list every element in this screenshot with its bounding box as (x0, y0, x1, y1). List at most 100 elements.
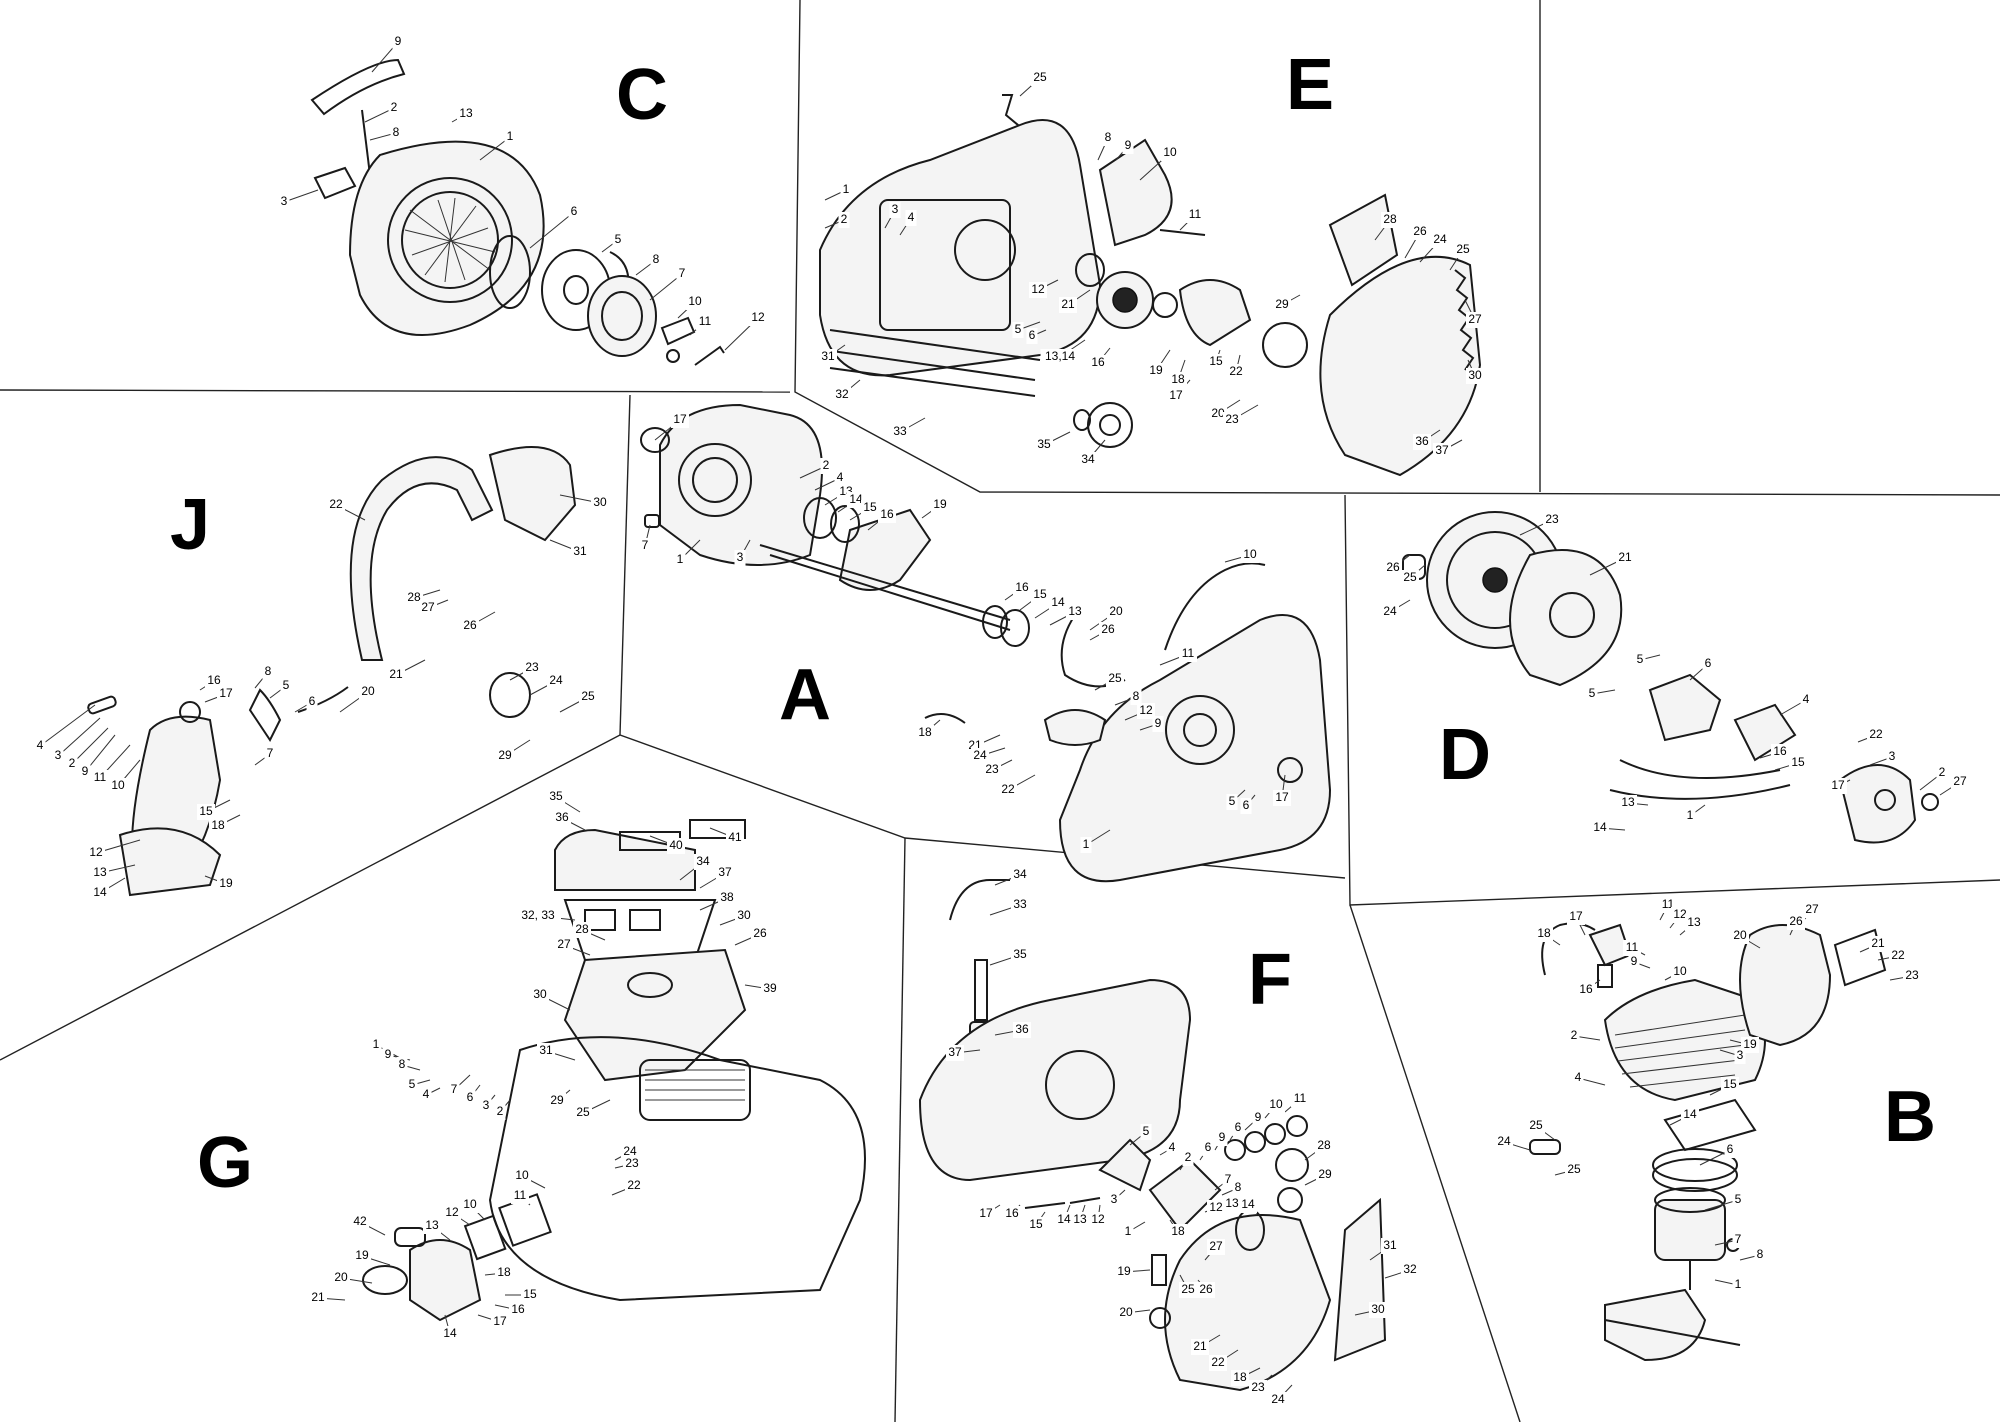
callout-background (523, 660, 541, 676)
callout-number: 11 (1182, 646, 1195, 660)
callout-background (1207, 1239, 1225, 1255)
callout-background (87, 845, 105, 861)
callout-number: 6 (467, 1090, 474, 1104)
callout-number: 30 (533, 987, 547, 1001)
callout-number: 17 (1275, 790, 1289, 804)
callout-number: 26 (1101, 622, 1115, 636)
callout-background (1227, 364, 1245, 380)
callout-number: 4 (423, 1087, 430, 1101)
callout-background (568, 204, 580, 220)
callout-number: 1 (1125, 1224, 1132, 1238)
section-f-artwork (918, 879, 1387, 1392)
callout-number: 19 (1117, 1264, 1131, 1278)
callout-background (1721, 1077, 1739, 1093)
callout-background (916, 725, 934, 741)
section-b-artwork (1529, 922, 1887, 1362)
callout-number: 34 (1013, 867, 1027, 881)
callout-background (457, 106, 475, 122)
callout-number: 13 (1225, 1196, 1239, 1210)
callout-number: 10 (515, 1168, 529, 1182)
callout-background (1623, 940, 1641, 956)
callout-number: 16 (1015, 580, 1029, 594)
callout-background (1381, 1238, 1399, 1254)
callout-background (66, 756, 78, 772)
callout-number: 20 (1211, 406, 1225, 420)
callout-background (1803, 902, 1821, 918)
callout-number: 24 (1497, 1134, 1511, 1148)
callout-number: 26 (1199, 1282, 1213, 1296)
callout-number: 25 (1181, 1282, 1195, 1296)
callout-background (515, 908, 561, 924)
callout-number: 27 (421, 600, 435, 614)
leader-line (283, 189, 319, 203)
callout-background (834, 470, 846, 486)
callout-background (1771, 744, 1789, 760)
callout-background (1147, 363, 1165, 379)
callout-background (1122, 1224, 1134, 1240)
callout-background (735, 908, 753, 924)
section-label-b: B (1884, 1077, 1936, 1157)
callout-background (977, 1206, 995, 1222)
callout-background (91, 865, 109, 881)
callout-number: 9 (1155, 716, 1162, 730)
callout-number: 11 (1189, 207, 1202, 221)
leader-line (529, 211, 575, 249)
callout-number: 28 (1383, 212, 1397, 226)
callout-background (1800, 692, 1812, 708)
callout-number: 19 (1149, 363, 1163, 377)
callout-number: 8 (399, 1057, 406, 1071)
callout-background (555, 937, 573, 953)
callout-background (1013, 580, 1031, 596)
callout-background (1565, 1162, 1583, 1178)
callout-number: 31 (821, 349, 835, 363)
callout-background (1381, 212, 1399, 228)
callout-number: 9 (1255, 1110, 1262, 1124)
callout-background (91, 770, 109, 786)
callout-background (1316, 1167, 1334, 1183)
callout-background (423, 1218, 441, 1234)
callout-number: 39 (763, 981, 777, 995)
callout-number: 14 (93, 885, 107, 899)
callout-background (1754, 1247, 1766, 1263)
callout-number: 25 (1529, 1118, 1543, 1132)
callout-number: 3 (55, 748, 62, 762)
callout-background (309, 1290, 327, 1306)
callout-background (1249, 1380, 1267, 1396)
callout-background (1209, 1355, 1227, 1371)
callout-number: 23 (985, 762, 999, 776)
callout-number: 24 (1383, 604, 1397, 618)
callout-number: 12 (1139, 703, 1153, 717)
callout-background (1869, 936, 1887, 952)
callout-background (392, 34, 404, 50)
callout-background (1169, 372, 1187, 388)
callout-number: 37 (948, 1045, 962, 1059)
callout-background (889, 202, 901, 218)
callout-number: 5 (409, 1077, 416, 1091)
callout-background (571, 544, 589, 560)
callout-background (1059, 297, 1077, 313)
callout-background (1152, 716, 1164, 732)
callout-background (461, 1197, 479, 1213)
callout-number: 4 (1575, 1070, 1582, 1084)
callout-number: 22 (627, 1178, 641, 1192)
callout-background (1089, 355, 1107, 371)
callout-background (591, 495, 609, 511)
callout-background (878, 507, 896, 523)
callout-number: 25 (1456, 242, 1470, 256)
callout-background (480, 1098, 492, 1114)
callout-number: 13 (1687, 915, 1701, 929)
callout-background (819, 349, 837, 365)
callout-number: 23 (525, 660, 539, 674)
callout-number: 8 (1757, 1247, 1764, 1261)
callout-background (983, 762, 1001, 778)
callout-background (1207, 354, 1225, 370)
callout-number: 21 (389, 667, 403, 681)
callout-background (1107, 604, 1125, 620)
callout-number: 34 (1081, 452, 1095, 466)
callout-background (1202, 1140, 1214, 1156)
callout-background (671, 412, 689, 428)
callout-background (495, 1265, 513, 1281)
callout-background (332, 1270, 350, 1286)
callout-number: 18 (1171, 1224, 1185, 1238)
